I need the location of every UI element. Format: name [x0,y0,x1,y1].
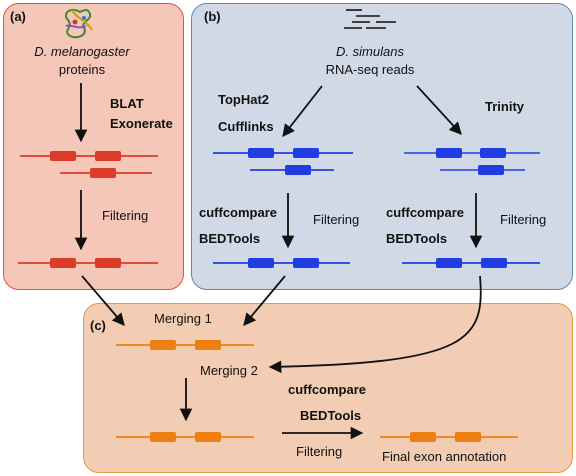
tool-exonerate: Exonerate [110,116,173,131]
source-b-species: D. simulans [336,44,404,59]
gene-model-b1 [213,148,353,175]
tool-tophat: TopHat2 [218,92,270,107]
gene-model-a1 [20,151,158,178]
source-a-species: D. melanogaster [34,44,130,59]
tool-blat: BLAT [110,96,144,111]
panel-b-label: (b) [204,9,221,24]
gene-model-c2 [116,432,254,442]
panel-b-box [191,3,573,290]
arrow-b-merge1 [243,275,286,326]
source-b-kind: RNA-seq reads [325,62,415,77]
final-annotation-label: Final exon annotation [382,449,507,464]
tool-cuffcompare-1: cuffcompare [199,205,278,220]
gene-model-b4 [402,258,540,268]
gene-model-a2 [18,258,158,268]
step-merging-1: Merging 1 [154,311,212,326]
tool-cuffcompare-2: cuffcompare [386,205,465,220]
gene-model-final [380,432,518,442]
protein-structure-icon [64,8,93,39]
step-filtering-b2: Filtering [500,212,547,227]
step-filtering-a: Filtering [102,208,149,223]
arrow-b-tophat [282,85,323,137]
panel-c-box [83,303,573,473]
tool-bedtools-2: BEDTools [386,231,448,246]
step-filtering-c: Filtering [296,444,343,459]
step-filtering-b1: Filtering [313,212,360,227]
panel-a-box [3,3,184,290]
reads-icon [344,9,396,29]
step-merging-2: Merging 2 [200,363,258,378]
tool-bedtools-1: BEDTools [199,231,261,246]
arrow-a-merge [81,275,125,326]
panel-a-label: (a) [10,9,26,24]
tool-trinity: Trinity [485,99,525,114]
arrow-b-trinity [416,85,462,135]
source-a-kind: proteins [58,62,106,77]
panel-c-label: (c) [90,318,106,333]
tool-cuffcompare-3: cuffcompare [288,382,367,397]
gene-model-b2 [213,258,350,268]
gene-model-c1 [116,340,254,350]
tool-cufflinks: Cufflinks [218,119,274,134]
arrow-b-merge2 [268,275,482,374]
gene-model-b3 [404,148,540,175]
tool-bedtools-3: BEDTools [300,408,362,423]
